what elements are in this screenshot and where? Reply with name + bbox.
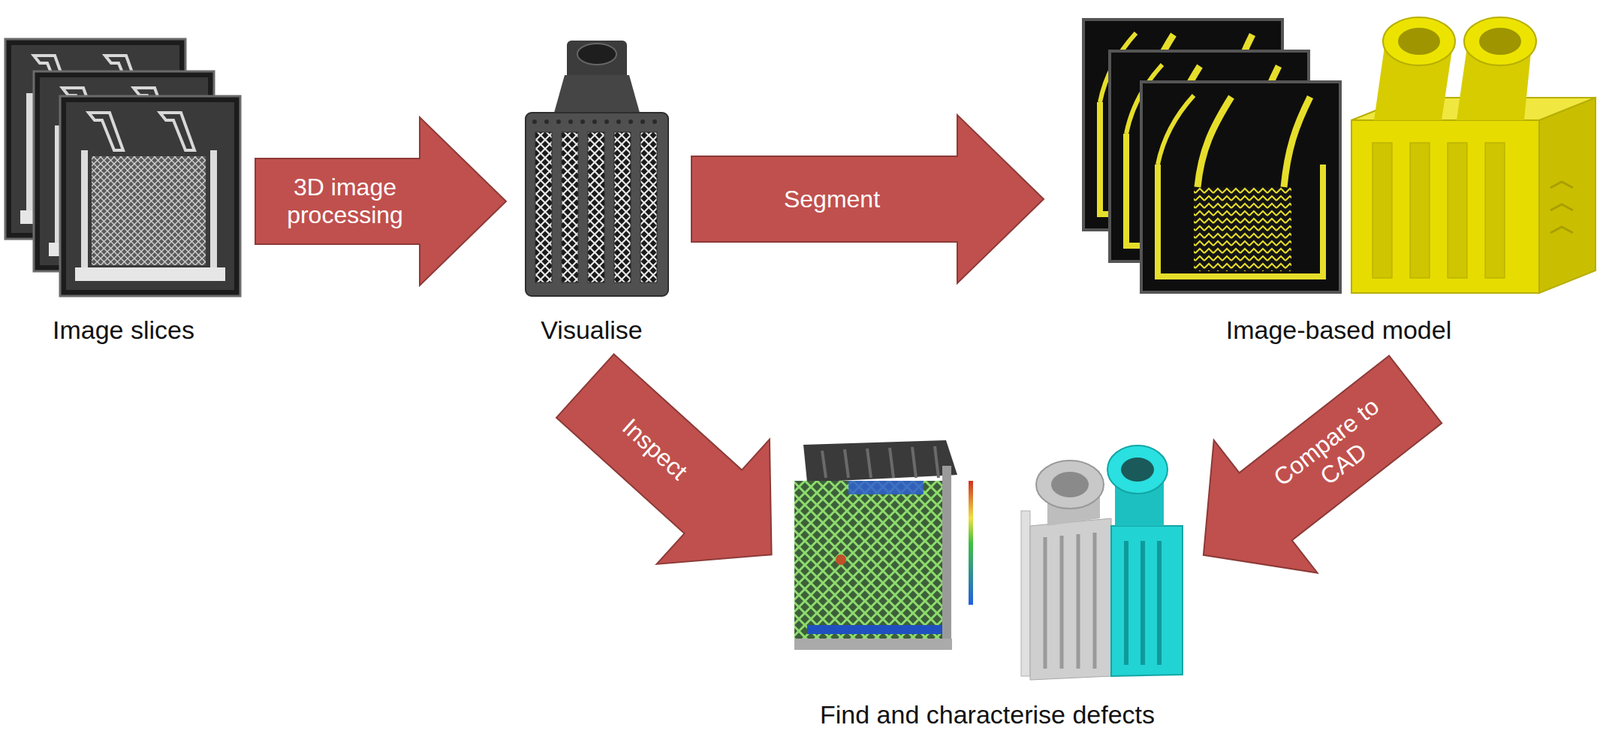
cad-comparison-render bbox=[1021, 445, 1183, 680]
illustration-part bbox=[1051, 471, 1089, 498]
illustration-part bbox=[968, 480, 974, 605]
illustration-part bbox=[1464, 17, 1537, 66]
arrow-label: Compare to CAD bbox=[1258, 384, 1411, 521]
illustration-part bbox=[794, 480, 945, 640]
illustration-part bbox=[556, 119, 561, 124]
illustration-part bbox=[1036, 460, 1104, 509]
illustration-part bbox=[1045, 532, 1095, 669]
illustration-part bbox=[580, 119, 585, 124]
illustration-part bbox=[1120, 457, 1155, 482]
illustration-part bbox=[640, 119, 645, 124]
illustration-part bbox=[616, 119, 621, 124]
illustration-part bbox=[652, 119, 657, 124]
figure-group: Image slices bbox=[5, 37, 242, 346]
illustration-part bbox=[568, 119, 573, 124]
housing-render bbox=[525, 40, 669, 296]
figure-caption: Image-based model bbox=[1223, 314, 1456, 346]
illustration-part bbox=[848, 480, 924, 495]
image-slices-figure bbox=[5, 39, 241, 296]
illustration-part bbox=[1398, 27, 1441, 55]
figure-group: Image-based model bbox=[1081, 15, 1597, 346]
illustration-part bbox=[592, 119, 597, 124]
figure-caption: Visualise bbox=[537, 314, 645, 346]
illustration-part bbox=[532, 119, 657, 124]
illustration-part bbox=[535, 132, 552, 283]
illustration-part bbox=[587, 132, 605, 283]
illustration-part bbox=[554, 75, 640, 113]
illustration-part bbox=[1485, 142, 1505, 278]
arrow-label: Inspect bbox=[616, 412, 693, 486]
figure-caption: Find and characterise defects bbox=[816, 699, 1158, 730]
illustration-part bbox=[525, 112, 669, 296]
illustration-part bbox=[1021, 510, 1031, 676]
illustration-part bbox=[544, 119, 549, 124]
block-arrow bbox=[1203, 355, 1442, 573]
illustration-part bbox=[803, 439, 958, 483]
figure-group: Visualise bbox=[510, 37, 673, 346]
illustration-part bbox=[1030, 518, 1112, 680]
illustration-part bbox=[1372, 142, 1393, 278]
illustration-part bbox=[822, 445, 939, 478]
illustration-part bbox=[566, 40, 627, 80]
illustration-part bbox=[1141, 81, 1341, 293]
illustration-part bbox=[1107, 445, 1168, 494]
illustration-part bbox=[807, 624, 943, 634]
illustration-part bbox=[835, 554, 847, 565]
segmented-slices bbox=[1083, 19, 1341, 293]
illustration-part bbox=[604, 119, 609, 124]
illustration-part bbox=[577, 43, 617, 65]
arrow-label: 3D image processing bbox=[266, 173, 425, 230]
illustration-part bbox=[1410, 142, 1430, 278]
illustration-part bbox=[1383, 17, 1456, 66]
inspection-render bbox=[794, 439, 974, 650]
illustration-part bbox=[614, 132, 631, 283]
illustration-part bbox=[1479, 27, 1522, 55]
illustration-part bbox=[640, 132, 657, 283]
block-arrow bbox=[691, 114, 1044, 284]
illustration-part bbox=[1111, 525, 1183, 676]
illustration-part bbox=[1126, 540, 1160, 665]
block-arrow bbox=[556, 353, 772, 564]
illustration-part bbox=[794, 638, 953, 650]
illustration-part bbox=[1539, 97, 1596, 293]
figure-group: Find and characterise defects bbox=[777, 435, 1198, 730]
illustration-part bbox=[942, 465, 952, 646]
figure-caption: Image slices bbox=[49, 314, 198, 346]
arrow-label: Segment bbox=[783, 185, 880, 214]
illustration-part bbox=[561, 132, 579, 283]
illustration-part bbox=[60, 96, 241, 296]
illustration-part bbox=[1351, 120, 1540, 293]
illustration-part bbox=[1550, 181, 1573, 233]
illustration-part bbox=[1447, 142, 1468, 278]
illustration-part bbox=[628, 119, 633, 124]
block-arrow bbox=[255, 117, 507, 286]
illustration-part bbox=[532, 119, 537, 124]
yellow-model bbox=[1351, 17, 1596, 293]
